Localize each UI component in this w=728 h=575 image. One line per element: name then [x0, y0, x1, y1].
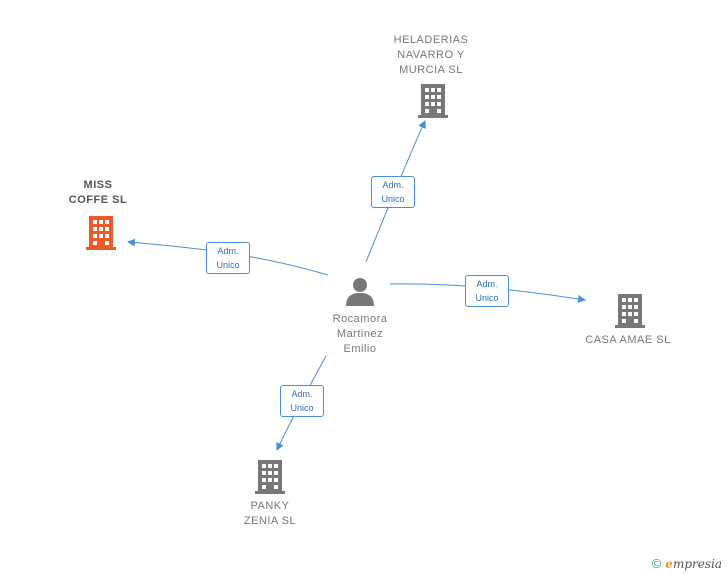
copyright-icon: ©: [651, 556, 662, 571]
building-icon[interactable]: [614, 294, 646, 328]
person-icon[interactable]: [345, 276, 375, 306]
building-icon[interactable]: [417, 84, 449, 118]
node-label-panky[interactable]: PANKY ZENIA SL: [243, 500, 297, 527]
edge-label-miss-coffe: Adm. Unico: [206, 242, 250, 274]
node-label-casa-amae[interactable]: CASA AMAE SL: [585, 334, 671, 346]
brand-logo[interactable]: empresia: [665, 556, 722, 571]
node-label-person[interactable]: Rocamora Martinez Emilio: [332, 313, 388, 355]
edge-label-heladerias: Adm. Unico: [371, 176, 415, 208]
node-label-miss-coffe[interactable]: MISS COFFE SL: [68, 179, 128, 206]
building-icon[interactable]: [254, 460, 286, 494]
node-label-heladerias[interactable]: HELADERIAS NAVARRO Y MURCIA SL: [393, 34, 469, 76]
edge-label-casa-amae: Adm. Unico: [465, 275, 509, 307]
brand-footer: © empresia: [652, 556, 722, 571]
edge-label-panky: Adm. Unico: [280, 385, 324, 417]
building-icon[interactable]: [85, 216, 117, 250]
